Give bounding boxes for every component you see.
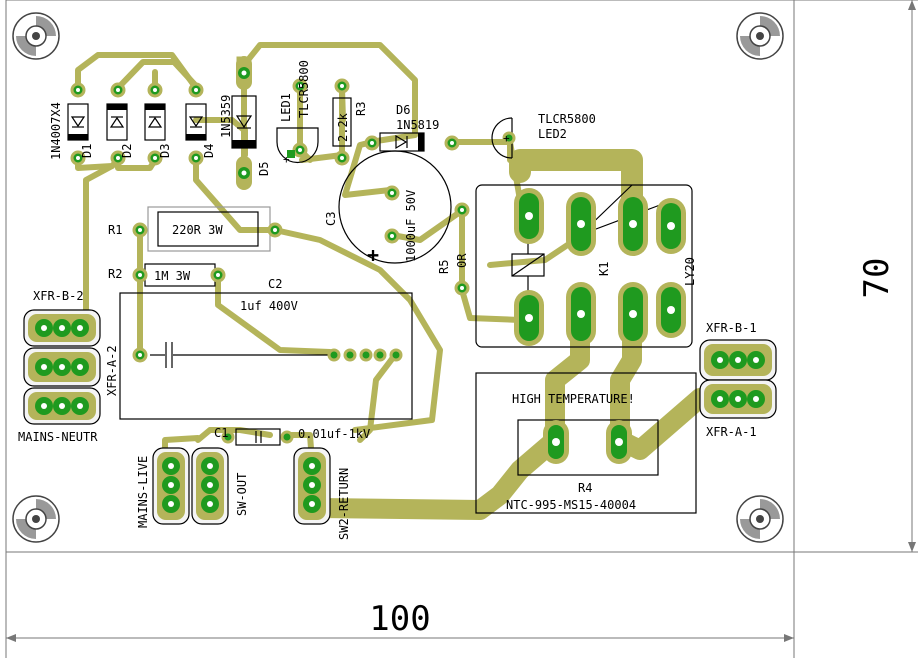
label-d1: D1: [80, 144, 94, 158]
mounting-holes: [12, 12, 784, 543]
label-c3-value: 1000uF 50V: [404, 190, 418, 262]
label-c3-plus: +: [367, 243, 379, 267]
label-led2-part: TLCR5800: [538, 112, 596, 126]
ntc-r4-inner: [517, 419, 659, 476]
label-high-temperature: HIGH TEMPERATURE!: [512, 392, 635, 406]
label-c1-value: 0.01uf-1kV: [298, 427, 370, 441]
label-ly20: LY20: [683, 257, 697, 286]
label-r1: R1: [108, 223, 122, 237]
board-outline: [5, 0, 918, 658]
label-d3: D3: [158, 144, 172, 158]
label-xfr-b-2: XFR-B-2: [33, 289, 84, 303]
capacitor-c2-body: [119, 292, 413, 420]
silkscreen-labels: 1N4007X4 D1 D2 D3 D4 1N5359 D5 LED1 TLCR…: [18, 60, 757, 540]
mounting-hole: [736, 495, 784, 543]
label-d5: D5: [257, 162, 271, 176]
label-k1: K1: [597, 262, 611, 276]
label-d2: D2: [120, 144, 134, 158]
label-r4: R4: [578, 481, 592, 495]
label-c2-value: 1uf 400V: [240, 299, 298, 313]
label-r2-value: 1M 3W: [154, 269, 191, 283]
label-led1-part: TLCR5800: [297, 60, 311, 118]
label-r5-value: 0R: [455, 253, 469, 268]
label-r1-value: 220R 3W: [172, 223, 223, 237]
label-xfr-a-1: XFR-A-1: [706, 425, 757, 439]
label-c2: C2: [268, 277, 282, 291]
resistor-r3-body: [332, 97, 352, 147]
label-mains-neutr: MAINS-NEUTR: [18, 430, 98, 444]
capacitor-c3-body: [338, 150, 452, 264]
label-r4-part: NTC-995-MS15-40004: [506, 498, 636, 512]
label-r3: R3: [354, 102, 368, 116]
label-led2-plus: +: [503, 132, 510, 145]
led2-body: [491, 117, 513, 159]
label-led2: LED2: [538, 127, 567, 141]
label-c1: C1: [214, 426, 228, 440]
label-r3-value: 2.2k: [336, 112, 350, 142]
diode-bands: [68, 104, 424, 151]
mounting-hole: [736, 12, 784, 60]
label-d4: D4: [202, 144, 216, 158]
label-d-series: 1N4007X4: [49, 102, 63, 160]
label-led1: LED1: [279, 93, 293, 122]
label-xfr-b-1: XFR-B-1: [706, 321, 757, 335]
dimension-arrows: [6, 0, 916, 642]
label-r5: R5: [437, 260, 451, 274]
mounting-hole: [12, 12, 60, 60]
label-sw2-return: SW2-RETURN: [337, 468, 351, 540]
led1-body: [276, 127, 319, 164]
capacitor-c1-body: [235, 428, 281, 446]
label-r2: R2: [108, 267, 122, 281]
diode-symbols: [70, 115, 408, 150]
relay-k1-body: [475, 184, 693, 348]
label-d5-part: 1N5359: [219, 95, 233, 138]
mounting-hole: [12, 495, 60, 543]
width-dimension-label: 100: [369, 599, 430, 639]
label-c3: C3: [324, 212, 338, 226]
label-d6-part: 1N5819: [396, 118, 439, 132]
label-sw-out: SW-OUT: [235, 473, 249, 516]
silkscreen: [67, 95, 697, 514]
height-dimension-label: 70: [857, 258, 897, 299]
label-d6: D6: [396, 103, 410, 117]
pads: [28, 56, 772, 520]
ntc-r4-outer: [475, 372, 697, 514]
label-xfr-a-2: XFR-A-2: [105, 345, 119, 396]
label-mains-live: MAINS-LIVE: [136, 456, 150, 528]
label-led1-plus: +: [283, 153, 290, 166]
